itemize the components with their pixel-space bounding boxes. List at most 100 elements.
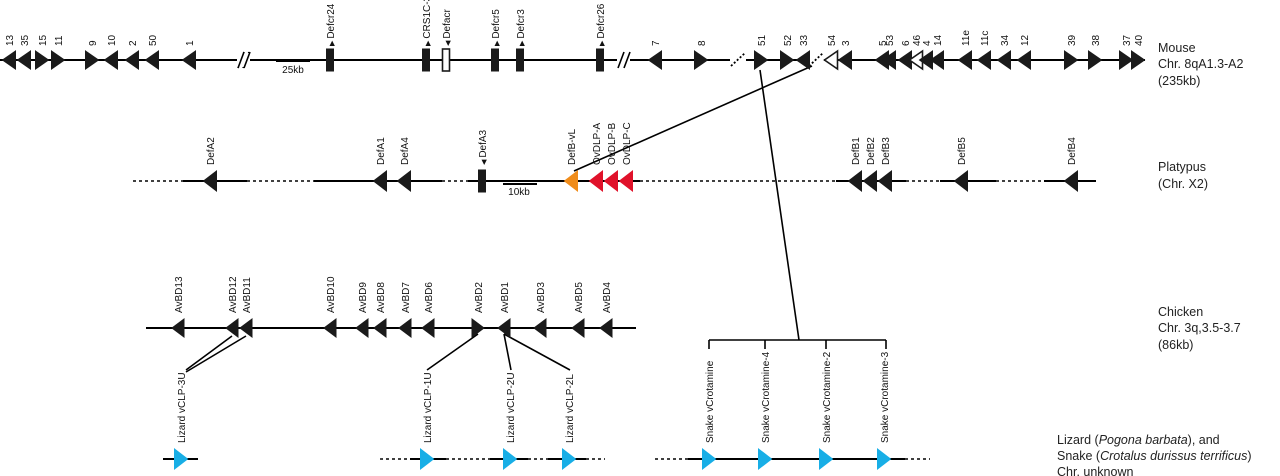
gene-avbd6: [421, 318, 435, 338]
gene-label-52: 52: [783, 34, 794, 46]
gene-snake-vcrotamine-4: [758, 447, 773, 471]
break-mark: [617, 51, 625, 69]
gene-7: [647, 50, 662, 70]
gene-label-37: 37: [1122, 34, 1133, 46]
gene-avbd5: [571, 318, 585, 338]
gene-avbd8: [373, 318, 387, 338]
gene-37: [1119, 50, 1134, 70]
gene-defb2: [862, 169, 877, 193]
gene-label-defb-vl: DefB-vL: [567, 128, 578, 165]
gene-label-defa1: DefA1: [376, 137, 387, 165]
lizard-label: Lizard (Pogona barbata), and: [1057, 433, 1220, 447]
gene-52: [780, 50, 795, 70]
species-label-platypus: Platypus (Chr. X2): [1158, 160, 1208, 191]
gene-avbd9: [355, 318, 369, 338]
break-mark: [243, 51, 251, 69]
gene-avbd1: [497, 318, 511, 338]
gene-label-crs1c-3: ▶ CRS1C-3: [422, 0, 433, 46]
platypus-chromosome: (Chr. X2): [1158, 177, 1208, 191]
gene-label-33: 33: [799, 34, 810, 46]
gene-label-snake-vcrotamine-3: Snake vCrotamine-3: [880, 351, 891, 443]
gene-label-lizard-vclp-2l: Lizard vCLP-2L: [565, 374, 576, 443]
gene-2: [124, 50, 139, 70]
gene-34: [996, 50, 1011, 70]
chicken-name: Chicken: [1158, 305, 1203, 319]
gene-label-snake-vcrotamine: Snake vCrotamine: [705, 360, 716, 443]
gene-defb1: [847, 169, 862, 193]
gene-11e: [957, 50, 972, 70]
gene-label-avbd1: AvBD1: [500, 282, 511, 313]
species-label-mouse: Mouse Chr. 8qA1.3-A2 (235kb): [1158, 41, 1244, 88]
gene-51: [754, 50, 769, 70]
gene-snake-vcrotamine: [702, 447, 717, 471]
gene-lizard-vclp-2u: [503, 447, 518, 471]
snake-label: Snake (Crotalus durissus terrificus): [1057, 449, 1252, 463]
gene-avbd4: [599, 318, 613, 338]
gene-crs1c-3: [422, 48, 430, 72]
connector-avbd11-to-vclp3u: [185, 335, 247, 373]
gene-label-avbd5: AvBD5: [574, 282, 585, 313]
gene-label-ovdlp-b: OvDLP-B: [607, 122, 618, 165]
gene-50: [144, 50, 159, 70]
scale-label-10kb: 10kb: [508, 187, 530, 198]
gene-label-3: 3: [841, 40, 852, 46]
gene-label-34: 34: [1000, 34, 1011, 46]
gene-label-11e: 11e: [961, 30, 972, 46]
gene-defa2: [202, 169, 217, 193]
gene-label-avbd6: AvBD6: [424, 282, 435, 313]
gene-label-lizard-vclp-1u: Lizard vCLP-1U: [423, 372, 434, 443]
gene-defcr26: [596, 48, 604, 72]
break-mark: [623, 51, 631, 69]
gene-33: [795, 50, 810, 70]
break-mark: [237, 51, 245, 69]
gene-label-4: 4: [922, 40, 933, 46]
gene-label-snake-vcrotamine-2: Snake vCrotamine-2: [822, 351, 833, 443]
gene-label-50: 50: [148, 34, 159, 46]
gene-defb5: [953, 169, 968, 193]
mouse-name: Mouse: [1158, 41, 1196, 55]
gene-38: [1088, 50, 1103, 70]
gene-label-defcr5: ▶ Defcr5: [491, 9, 502, 46]
gene-11: [51, 50, 66, 70]
gene-label-avbd13: AvBD13: [174, 276, 185, 313]
gene-53: [881, 50, 896, 70]
gene-label-1: 1: [185, 40, 196, 46]
scale-label-25kb: 25kb: [282, 65, 304, 76]
gene-defb-vl: [563, 169, 578, 193]
gene-9: [85, 50, 100, 70]
gene-54: [823, 49, 839, 71]
gene-avbd3: [533, 318, 547, 338]
gene-defa4: [396, 169, 411, 193]
gene-39: [1064, 50, 1079, 70]
gene-label-avbd4: AvBD4: [602, 282, 613, 313]
gene-label-avbd7: AvBD7: [401, 282, 412, 313]
chicken-chromosome: Chr. 3q,3.5-3.7: [1158, 321, 1241, 335]
gene-avbd13: [171, 318, 185, 338]
mouse-chromosome: Chr. 8qA1.3-A2: [1158, 57, 1244, 71]
gene-8: [694, 50, 709, 70]
gene-label-11: 11: [54, 35, 65, 46]
gene-label-7: 7: [651, 40, 662, 46]
gene-label-defcr26: ▶ Defcr26: [596, 3, 607, 46]
gene-label-51: 51: [757, 34, 768, 46]
gene-lizard-vclp-3u: [174, 447, 189, 471]
gene-label-ovdlp-c: OvDLP-C: [622, 122, 633, 165]
gene-label-40: 40: [1134, 34, 1145, 46]
gene-40: [1131, 50, 1146, 70]
reptile-chromosome: Chr. unknown: [1057, 465, 1133, 476]
gene-label-39: 39: [1067, 34, 1078, 46]
gene-label-avbd10: AvBD10: [326, 276, 337, 313]
gene-label-defa4: DefA4: [400, 137, 411, 165]
gene-snake-vcrotamine-3: [877, 447, 892, 471]
connector-avbd2-to-vclp1u: [426, 333, 479, 371]
species-label-chicken: Chicken Chr. 3q,3.5-3.7 (86kb): [1158, 305, 1241, 352]
gene-avbd11: [239, 318, 253, 338]
gene-avbd10: [323, 318, 337, 338]
platypus-name: Platypus: [1158, 160, 1206, 174]
gene-lizard-vclp-1u: [420, 447, 435, 471]
mouse-region-size: (235kb): [1158, 74, 1200, 88]
gene-label-5: 5: [878, 40, 889, 46]
dotted-gap: [730, 52, 746, 67]
